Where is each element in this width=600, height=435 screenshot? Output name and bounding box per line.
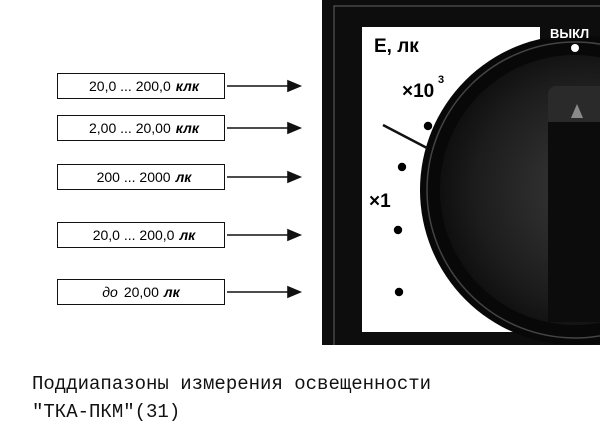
multiplier-high: ×10 xyxy=(402,81,434,102)
range-value-3: 200 ... 2000 xyxy=(96,169,171,185)
range-unit-2: клк xyxy=(175,120,199,136)
scale-tick xyxy=(382,123,428,150)
scale-dot-2 xyxy=(397,162,407,172)
arrow-2 xyxy=(227,121,303,135)
range-box-2: 2,00 ... 20,00 клк xyxy=(57,115,225,141)
caption-line-2: "ТКА-ПКМ"(31) xyxy=(32,401,181,423)
knob-ring-edge xyxy=(426,41,600,339)
knob-pointer-icon xyxy=(571,104,583,118)
caption-line-1: Поддиапазоны измерения освещенности xyxy=(32,373,432,395)
caption: Поддиапазоны измерения освещенности "ТКА… xyxy=(32,370,431,426)
range-value-1: 20,0 ... 200,0 xyxy=(89,78,171,94)
range-unit-5: лк xyxy=(163,284,180,300)
panel-inner-border xyxy=(333,5,600,345)
range-box-4: 20,0 ... 200,0 лк xyxy=(57,222,225,248)
arrow-1 xyxy=(227,79,303,93)
range-unit-3: лк xyxy=(175,169,192,185)
range-box-5: до 20,00 лк xyxy=(57,279,225,305)
off-label: ВЫКЛ xyxy=(550,26,589,41)
scale-dots xyxy=(393,44,579,297)
multiplier-high-exponent: 3 xyxy=(438,74,444,86)
device-illustration: Е, лк ×10 3 ×1 ВЫКЛ xyxy=(227,0,600,345)
scale-dot-1 xyxy=(423,121,433,131)
range-value-4: 20,0 ... 200,0 xyxy=(92,227,175,243)
arrow-5 xyxy=(227,285,303,299)
knob-grip-shadow xyxy=(548,122,600,322)
arrow-3 xyxy=(227,170,303,184)
range-box-1: 20,0 ... 200,0 клк xyxy=(57,73,225,99)
range-value-2: 2,00 ... 20,00 xyxy=(89,120,171,136)
scale-dot-4 xyxy=(394,287,404,297)
scale-dot-3 xyxy=(393,225,403,235)
arrows xyxy=(227,79,303,299)
scale-title: Е, лк xyxy=(374,36,419,57)
range-unit-4: лк xyxy=(179,227,196,243)
arrow-4 xyxy=(227,228,303,242)
range-prefix-5: до xyxy=(102,284,118,300)
multiplier-low: ×1 xyxy=(369,191,391,212)
range-box-3: 200 ... 2000 лк xyxy=(57,164,225,190)
off-dot xyxy=(571,44,579,52)
range-value-5: 20,00 xyxy=(123,284,159,300)
range-unit-1: клк xyxy=(175,78,199,94)
